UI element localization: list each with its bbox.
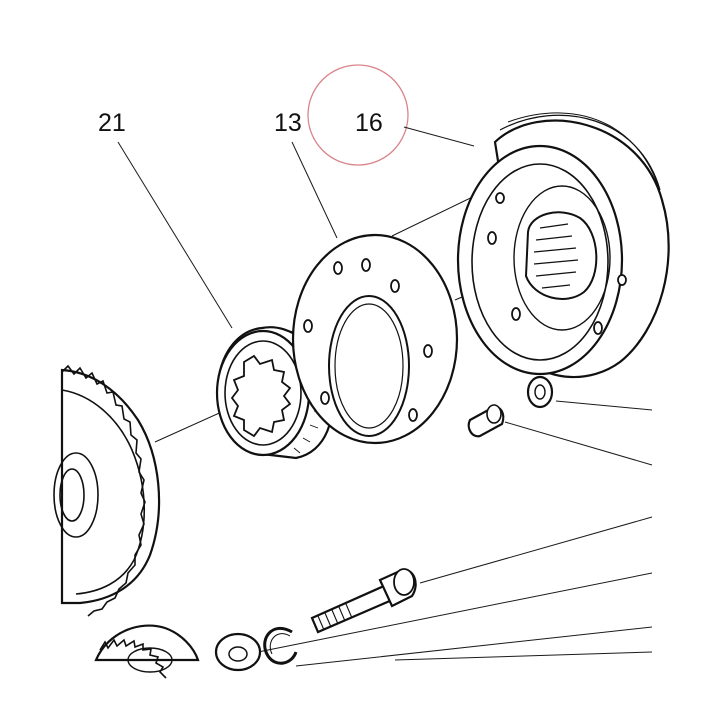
leader-lines [117, 126, 653, 667]
large-gear [53, 364, 161, 617]
part-13-flange-plate [291, 233, 459, 445]
callout-label-16: 16 [355, 109, 383, 137]
callout-label-21: 21 [98, 109, 126, 137]
part-16-clutch-drum [456, 112, 670, 379]
circlip [263, 626, 298, 665]
dowel-pin [467, 404, 505, 438]
small-gear [94, 624, 200, 679]
long-bolt [310, 568, 417, 634]
highlight-circle [307, 64, 409, 166]
small-washer [526, 375, 554, 409]
flat-washer [214, 632, 262, 672]
callout-label-13: 13 [274, 109, 302, 137]
